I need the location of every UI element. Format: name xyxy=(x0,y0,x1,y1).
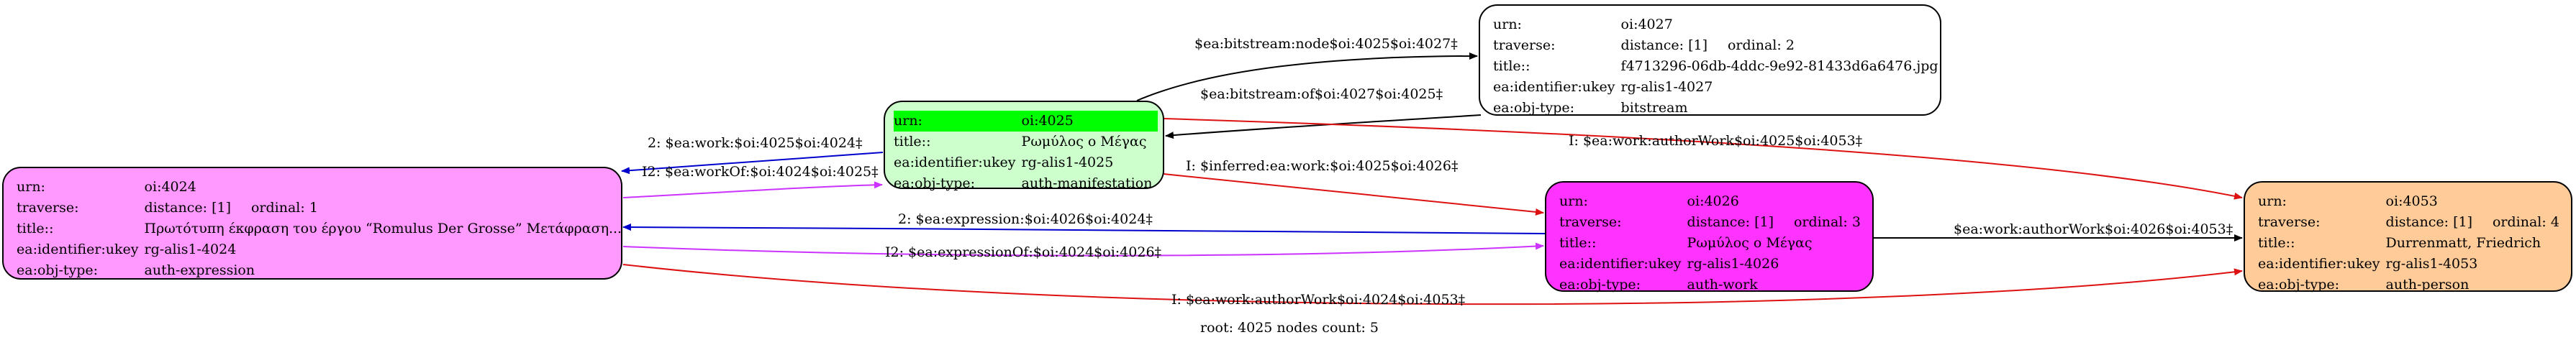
field-label: ea:identifier:ukey xyxy=(1559,256,1682,272)
field-label: urn: xyxy=(2258,193,2287,209)
objtype-value: bitstream xyxy=(1620,100,1688,116)
edge-label: $ea:work:authorWork$oi:4026$oi:4053‡ xyxy=(1954,221,2233,237)
traverse-ordinal: ordinal: 3 xyxy=(1793,214,1861,230)
field-label: ea:obj-type: xyxy=(2258,277,2340,293)
node-fields: urn: oi:4053 traverse: distance: [1] ordi… xyxy=(2258,191,2565,295)
edge-label: I: $inferred:ea:work:$oi:4025$oi:4026‡ xyxy=(1186,158,1459,174)
objtype-value: auth-work xyxy=(1687,277,1758,293)
edge-label: I: $ea:work:authorWork$oi:4024$oi:4053‡ xyxy=(1171,292,1466,308)
edge-label: I: $ea:work:authorWork$oi:4025$oi:4053‡ xyxy=(1569,133,1863,149)
field-label: traverse: xyxy=(1493,37,1556,53)
edge-4025-to-4053 xyxy=(1163,118,2243,200)
field-label: traverse: xyxy=(17,200,79,216)
edge-label: 2: $ea:expression:$oi:4026$oi:4024‡ xyxy=(898,211,1153,227)
graph-footer: root: 4025 nodes count: 5 xyxy=(1200,320,1379,336)
edge-4025-to-4026 xyxy=(1163,173,1544,216)
objtype-value: auth-manifestation xyxy=(1021,175,1153,191)
field-label: ea:obj-type: xyxy=(1559,277,1641,293)
node-4053[interactable]: urn: oi:4053 traverse: distance: [1] ordi… xyxy=(2244,181,2572,295)
field-label: title:: xyxy=(894,134,931,150)
node-4024[interactable]: urn: oi:4024 traverse: distance: [1] ordi… xyxy=(2,167,622,280)
traverse-ordinal: ordinal: 2 xyxy=(1727,37,1795,53)
urn-value: oi:4026 xyxy=(1687,193,1739,209)
title-value: Πρωτότυπη έκφραση του έργου “Romulus Der… xyxy=(144,221,622,236)
node-4025-root[interactable]: urn: oi:4025 title:: Ρωμύλος ο Μέγας ea:… xyxy=(884,101,1164,191)
field-label: ea:identifier:ukey xyxy=(894,155,1016,170)
field-label: ea:obj-type: xyxy=(894,175,976,191)
urn-value: oi:4024 xyxy=(144,179,196,195)
title-value: Ρωμύλος ο Μέγας xyxy=(1021,134,1147,150)
field-label: ea:identifier:ukey xyxy=(17,242,139,257)
edge-label: $ea:bitstream:node$oi:4025$oi:4027‡ xyxy=(1194,36,1458,52)
traverse-distance: distance: [1] xyxy=(2385,214,2472,230)
edge-4026-to-4024 xyxy=(622,224,1546,234)
field-label: urn: xyxy=(1559,193,1588,209)
traverse-ordinal: ordinal: 1 xyxy=(250,200,318,216)
field-label: ea:obj-type: xyxy=(1493,100,1575,116)
edge-label: I2: $ea:expressionOf:$oi:4024$oi:4026‡ xyxy=(885,244,1162,260)
node-fields: urn: oi:4024 traverse: distance: [1] ordi… xyxy=(17,177,627,281)
traverse-ordinal: ordinal: 4 xyxy=(2492,214,2559,230)
traverse-distance: distance: [1] xyxy=(144,200,231,216)
urn-value: oi:4025 xyxy=(1021,111,1158,132)
field-label: title:: xyxy=(17,221,54,236)
node-fields: urn: oi:4026 traverse: distance: [1] ordi… xyxy=(1559,191,1867,295)
ukey-value: rg-alis1-4026 xyxy=(1687,256,1779,272)
node-4026[interactable]: urn: oi:4026 traverse: distance: [1] ordi… xyxy=(1545,181,1874,295)
objtype-value: auth-person xyxy=(2385,277,2470,293)
node-fields: urn: oi:4027 traverse: distance: [1] ordi… xyxy=(1493,14,1944,119)
edge-4025-to-4024 xyxy=(621,152,884,175)
node-4027[interactable]: urn: oi:4027 traverse: distance: [1] ordi… xyxy=(1479,4,1941,116)
title-value: Ρωμύλος ο Μέγας xyxy=(1687,235,1813,251)
edge-4027-to-4025 xyxy=(1165,114,1482,139)
title-value: Durrenmatt, Friedrich xyxy=(2385,235,2541,251)
edge-4024-to-4026 xyxy=(622,242,1544,257)
edge-label: 2: $ea:work:$oi:4025$oi:4024‡ xyxy=(648,135,863,151)
urn-value: oi:4027 xyxy=(1620,17,1673,32)
edge-4025-to-4027 xyxy=(1136,52,1478,101)
ukey-value: rg-alis1-4024 xyxy=(144,242,237,257)
field-label: title:: xyxy=(1559,235,1597,251)
edge-4024-to-4053 xyxy=(622,264,2243,305)
traverse-distance: distance: [1] xyxy=(1687,214,1774,230)
field-label: urn: xyxy=(1493,17,1522,32)
node-fields: urn: oi:4025 title:: Ρωμύλος ο Μέγας ea:… xyxy=(894,111,1158,194)
field-label: urn: xyxy=(894,111,1022,132)
field-label: ea:identifier:ukey xyxy=(1493,79,1615,95)
field-label: ea:obj-type: xyxy=(17,262,99,278)
title-value: f4713296-06db-4ddc-9e92-81433d6a6476.jpg xyxy=(1620,58,1938,74)
field-label: title:: xyxy=(2258,235,2295,251)
ukey-value: rg-alis1-4053 xyxy=(2385,256,2478,272)
ukey-value: rg-alis1-4027 xyxy=(1620,79,1713,95)
field-label: title:: xyxy=(1493,58,1530,74)
ukey-value: rg-alis1-4025 xyxy=(1021,155,1114,170)
edge-label: $ea:bitstream:of$oi:4027$oi:4025‡ xyxy=(1200,86,1443,102)
traverse-distance: distance: [1] xyxy=(1620,37,1707,53)
field-label: ea:identifier:ukey xyxy=(2258,256,2380,272)
field-label: traverse: xyxy=(1559,214,1622,230)
field-label: urn: xyxy=(17,179,45,195)
field-label: traverse: xyxy=(2258,214,2321,230)
edge-4024-to-4025 xyxy=(622,181,883,198)
objtype-value: auth-expression xyxy=(144,262,255,278)
edge-label: I2: $ea:workOf:$oi:4024$oi:4025‡ xyxy=(642,164,879,180)
urn-value: oi:4053 xyxy=(2385,193,2438,209)
